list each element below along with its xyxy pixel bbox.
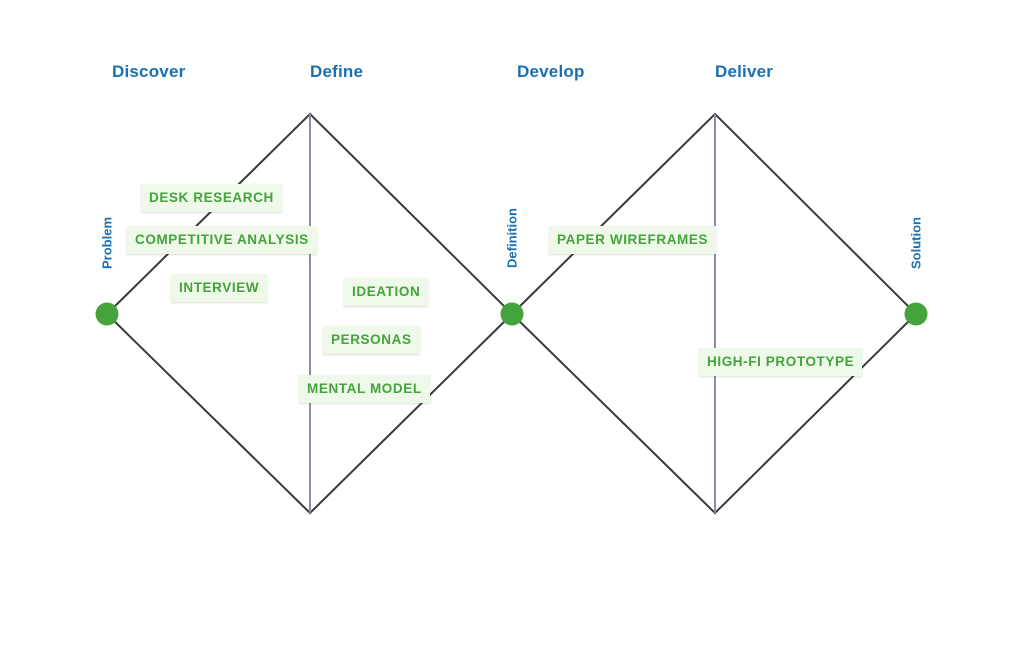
definition-node [500,302,524,326]
tag-mental-model: MENTAL MODEL [299,375,430,403]
solution-node [904,302,928,326]
phase-define: Define [310,62,364,81]
phase-develop: Develop [517,62,585,81]
tag-interview: INTERVIEW [171,274,268,302]
tag-high-fi-prototype: HIGH-FI PROTOTYPE [699,348,863,376]
milestone-problem: Problem [99,216,115,270]
tag-personas: PERSONAS [323,326,420,354]
phase-discover: Discover [112,62,186,81]
tag-competitive-analysis: COMPETITIVE ANALYSIS [127,226,317,254]
tag-desk-research: DESK RESEARCH [141,184,282,212]
tag-ideation: IDEATION [344,278,429,306]
milestone-solution: Solution [908,217,924,269]
tag-paper-wireframes: PAPER WIREFRAMES [549,226,717,254]
problem-node [95,302,119,326]
milestone-definition: Definition [504,208,520,268]
phase-deliver: Deliver [715,62,774,81]
